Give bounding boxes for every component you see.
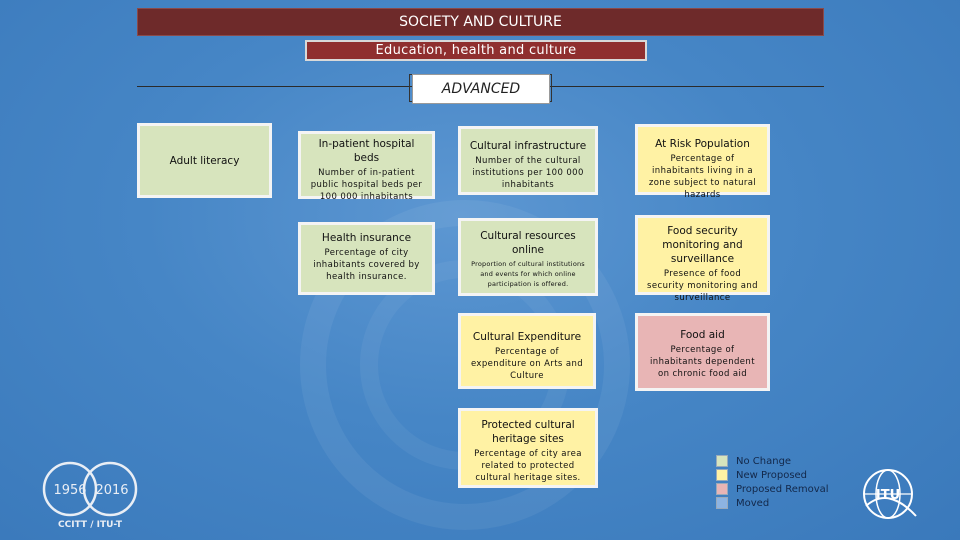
- cultural-resources-box: Cultural resources online Proportion of …: [458, 218, 598, 296]
- hospital-beds-title: In-patient hospital beds: [318, 138, 415, 164]
- adult-literacy-box: Adult literacy: [137, 123, 272, 198]
- year-right: 2016: [95, 483, 128, 498]
- food-security-desc: Presence of food security monitoring and…: [647, 269, 758, 303]
- food-security-box: Food security monitoring and surveillanc…: [635, 215, 770, 303]
- protected-heritage-box: Protected cultural heritage sites Percen…: [458, 408, 598, 488]
- at-risk-population-box: At Risk Population Percentage of inhabit…: [635, 124, 770, 200]
- adult-literacy-title: Adult literacy: [169, 154, 240, 167]
- at-risk-population-desc: Percentage of inhabitants living in a zo…: [648, 154, 757, 200]
- hospital-beds-box: In-patient hospital beds Number of in-pa…: [298, 131, 435, 202]
- food-aid-box: Food aid Percentage of inhabitants depen…: [635, 313, 770, 391]
- cultural-resources-title: Cultural resources online: [480, 230, 576, 256]
- cultural-resources-desc: Proportion of cultural institutions and …: [471, 260, 585, 288]
- legend-swatch-no-change: [716, 455, 728, 467]
- legend-label: New Proposed: [736, 469, 808, 481]
- year-left: 1956: [53, 483, 86, 498]
- hospital-beds-desc: Number of in-patient public hospital bed…: [310, 168, 423, 202]
- health-insurance-box: Health insurance Percentage of city inha…: [298, 222, 435, 295]
- legend-item: New Proposed: [716, 468, 846, 482]
- logo-caption: CCITT / ITU-T: [58, 520, 123, 530]
- page-title: SOCIETY AND CULTURE: [137, 8, 824, 36]
- health-insurance-title: Health insurance: [321, 232, 412, 244]
- cultural-expenditure-desc: Percentage of expenditure on Arts and Cu…: [470, 347, 584, 381]
- protected-heritage-desc: Percentage of city area related to prote…: [474, 449, 582, 483]
- cultural-expenditure-title: Cultural Expenditure: [472, 331, 582, 343]
- legend-label: Moved: [736, 497, 770, 509]
- cultural-infrastructure-desc: Number of the cultural institutions per …: [472, 156, 584, 190]
- cultural-infrastructure-title: Cultural infrastructure: [469, 140, 587, 152]
- anniversary-logo: 1956 2016 CCITT / ITU-T: [38, 455, 148, 530]
- legend: No Change New Proposed Proposed Removal …: [716, 454, 846, 510]
- legend-label: No Change: [736, 455, 792, 467]
- legend-item: Proposed Removal: [716, 482, 846, 496]
- legend-item: No Change: [716, 454, 846, 468]
- legend-item: Moved: [716, 496, 846, 510]
- food-security-title: Food security monitoring and surveillanc…: [662, 225, 743, 265]
- anniversary-logo-icon: 1956 2016 CCITT / ITU-T: [42, 461, 138, 530]
- cultural-expenditure-box: Cultural Expenditure Percentage of expen…: [458, 313, 596, 389]
- legend-swatch-moved: [716, 497, 728, 509]
- legend-label: Proposed Removal: [736, 483, 829, 495]
- legend-swatch-new-proposed: [716, 469, 728, 481]
- itu-text: ITU: [876, 488, 900, 503]
- food-aid-desc: Percentage of inhabitants dependent on c…: [650, 345, 755, 379]
- section-subtitle: Education, health and culture: [305, 40, 647, 61]
- health-insurance-desc: Percentage of city inhabitants covered b…: [313, 248, 420, 282]
- at-risk-population-title: At Risk Population: [655, 138, 750, 150]
- itu-logo-icon: ITU: [863, 469, 917, 519]
- level-label: ADVANCED: [412, 74, 550, 104]
- legend-swatch-proposed-removal: [716, 483, 728, 495]
- itu-logo: ITU: [858, 466, 920, 522]
- cultural-infrastructure-box: Cultural infrastructure Number of the cu…: [458, 126, 598, 195]
- food-aid-title: Food aid: [680, 329, 725, 341]
- protected-heritage-title: Protected cultural heritage sites: [481, 419, 575, 445]
